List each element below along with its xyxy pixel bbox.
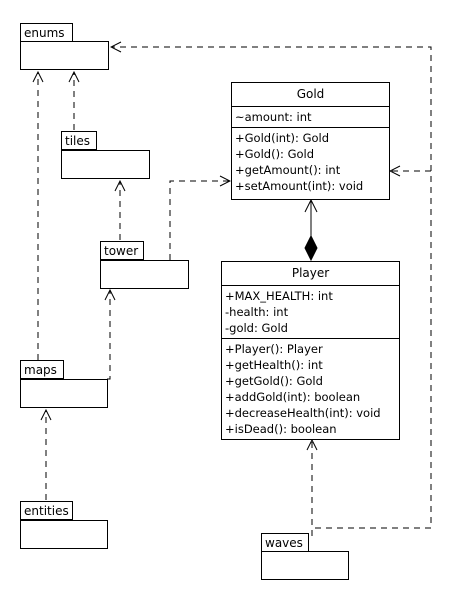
attribute: -gold: Gold [225,321,288,335]
package-maps[interactable] [20,379,108,408]
operation: +getHealth(): int [225,358,323,372]
class-player[interactable]: Player +MAX_HEALTH: int -health: int -go… [221,261,400,440]
class-player-attributes: +MAX_HEALTH: int -health: int -gold: Gol… [222,286,399,339]
attribute: +MAX_HEALTH: int [225,289,333,303]
class-gold[interactable]: Gold ~amount: int +Gold(int): Gold +Gold… [231,82,390,200]
class-gold-operations: +Gold(int): Gold +Gold(): Gold +getAmoun… [232,128,389,196]
operation: +isDead(): boolean [225,422,337,436]
operation: +setAmount(int): void [235,179,364,193]
package-tower-tab: tower [100,241,144,260]
package-maps-tab: maps [20,360,64,379]
dependency-maps-tower [107,290,110,380]
attribute: ~amount: int [235,110,312,124]
class-gold-name: Gold [232,83,389,107]
class-gold-attributes: ~amount: int [232,107,389,128]
class-player-name: Player [222,262,399,286]
operation: +Gold(int): Gold [235,131,330,145]
dependency-tower-gold [169,181,230,260]
attribute: -health: int [225,305,289,319]
package-tiles-tab: tiles [61,131,97,150]
package-entities[interactable] [20,520,108,549]
package-tiles[interactable] [61,150,150,179]
class-player-operations: +Player(): Player +getHealth(): int +get… [222,339,399,439]
operation: +decreaseHealth(int): void [225,406,381,420]
package-tower[interactable] [100,260,189,289]
dependency-waves-enums [111,47,432,536]
operation: +addGold(int): boolean [225,390,361,404]
package-entities-tab: entities [20,501,73,520]
composition-player-gold [304,198,318,262]
operation: +Player(): Player [225,342,323,356]
operation: +Gold(): Gold [235,147,315,161]
package-waves-tab: waves [261,533,309,552]
package-enums-tab: enums [20,23,73,42]
operation: +getAmount(): int [235,163,341,177]
package-waves[interactable] [261,551,349,580]
operation: +getGold(): Gold [225,374,323,388]
package-enums[interactable] [20,41,109,70]
